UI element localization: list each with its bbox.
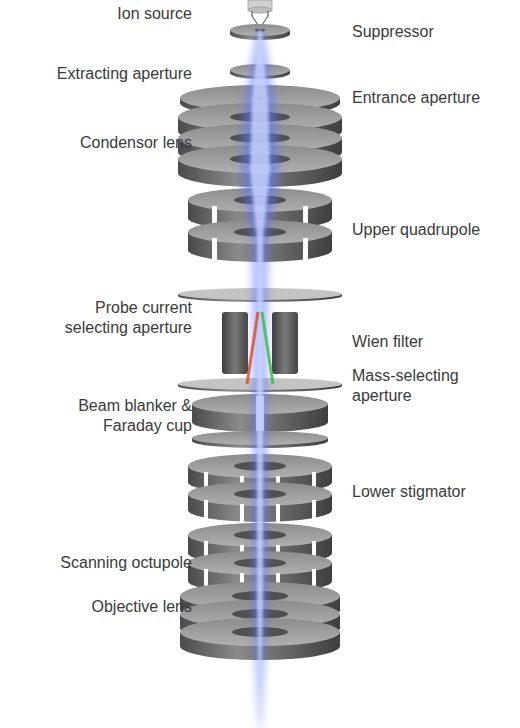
part-label: Entrance aperture (352, 88, 512, 108)
part-label: Ion source (2, 4, 192, 24)
part-label: Mass-selecting aperture (352, 366, 512, 406)
ion-source (248, 0, 272, 28)
part-label: Condensor lens (2, 133, 192, 153)
part-label: Suppressor (352, 22, 512, 42)
part-label: Scanning octupole (2, 553, 192, 573)
part-label: Beam blanker & Faraday cup (42, 396, 192, 436)
part-label: Upper quadrupole (352, 220, 512, 240)
part-label: Probe current selecting aperture (42, 298, 192, 338)
part-label: Lower stigmator (352, 482, 512, 502)
ion-beam (241, 28, 279, 728)
part-label: Wien filter (352, 332, 512, 352)
part-label: Extracting aperture (2, 64, 192, 84)
part-label: Objective lens (2, 597, 192, 617)
